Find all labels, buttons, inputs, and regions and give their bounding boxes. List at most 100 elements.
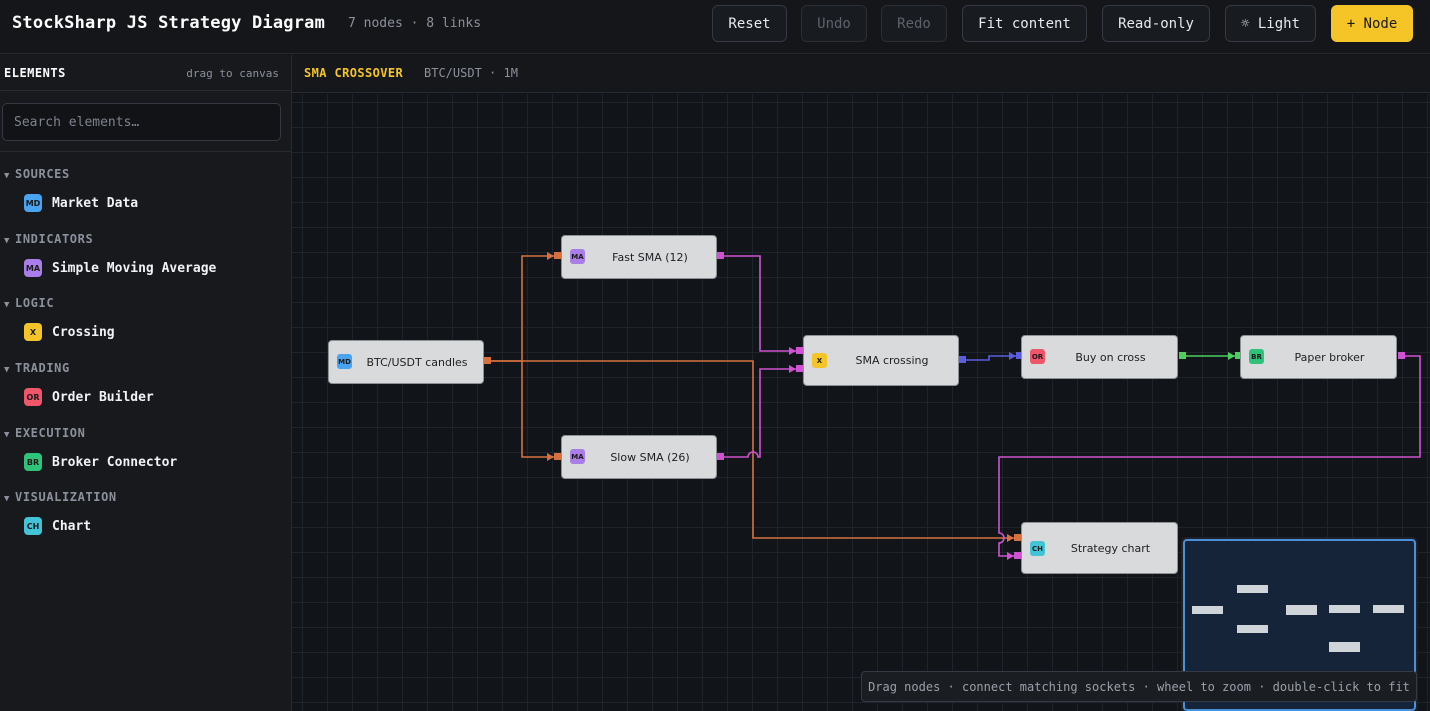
- fit-content-button[interactable]: Fit content: [962, 5, 1087, 42]
- input-socket[interactable]: [1235, 352, 1242, 359]
- input-socket[interactable]: [796, 365, 803, 372]
- wire-slow-sma-crossing[interactable]: [720, 368, 797, 458]
- category-label: INDICATORS: [15, 232, 94, 246]
- wire-broker-chart[interactable]: [998, 355, 1421, 557]
- diagram-stats: 7 nodes · 8 links: [348, 16, 482, 31]
- redo-button[interactable]: Redo: [881, 5, 947, 42]
- element-market-data[interactable]: MD Market Data: [24, 192, 138, 214]
- chart-icon: CH: [1030, 541, 1045, 556]
- output-socket[interactable]: [959, 356, 966, 363]
- category-label: TRADING: [15, 361, 70, 375]
- diagram-canvas[interactable]: MD BTC/USDT candles MA Fast SMA (12) MA …: [292, 94, 1430, 711]
- chevron-down-icon: ▼: [4, 494, 11, 504]
- chevron-down-icon: ▼: [4, 171, 11, 181]
- node-label: BTC/USDT candles: [366, 355, 468, 369]
- output-socket[interactable]: [717, 252, 724, 259]
- chart-icon: CH: [24, 517, 42, 535]
- strategy-name: SMA CROSSOVER: [304, 66, 404, 80]
- chevron-down-icon: ▼: [4, 430, 11, 440]
- category-execution[interactable]: ▼ EXECUTION: [4, 426, 85, 440]
- sidebar-hint: drag to canvas: [186, 67, 279, 80]
- minimap-node: [1237, 585, 1268, 593]
- moving-average-icon: MA: [570, 249, 585, 264]
- connection-wires: [484, 252, 1421, 560]
- category-indicators[interactable]: ▼ INDICATORS: [4, 232, 93, 246]
- market-data-icon: MD: [337, 354, 352, 369]
- node-slow-sma[interactable]: MA Slow SMA (26): [561, 435, 717, 479]
- light-theme-button[interactable]: ☼ Light: [1225, 5, 1316, 42]
- chevron-down-icon: ▼: [4, 236, 11, 246]
- element-label: Broker Connector: [52, 454, 178, 470]
- category-sources[interactable]: ▼ SOURCES: [4, 167, 70, 181]
- input-socket[interactable]: [1014, 552, 1021, 559]
- category-logic[interactable]: ▼LOGIC: [4, 296, 54, 310]
- node-label: Strategy chart: [1070, 541, 1151, 555]
- node-fast-sma[interactable]: MA Fast SMA (12): [561, 235, 717, 279]
- read-only-button[interactable]: Read-only: [1102, 5, 1210, 42]
- wire-crossing-buy[interactable]: [962, 355, 1017, 361]
- element-simple-moving-average[interactable]: MA Simple Moving Average: [24, 257, 216, 279]
- market-data-icon: MD: [24, 194, 42, 212]
- element-crossing[interactable]: X Crossing: [24, 321, 115, 343]
- arrow-icon: [547, 453, 554, 461]
- minimap-node: [1373, 605, 1404, 613]
- output-socket[interactable]: [484, 357, 491, 364]
- input-socket[interactable]: [1016, 352, 1023, 359]
- node-label: SMA crossing: [855, 354, 929, 367]
- order-icon: OR: [24, 388, 42, 406]
- arrow-icon: [1007, 534, 1014, 542]
- crossing-icon: X: [812, 353, 827, 368]
- crossing-icon: X: [24, 323, 42, 341]
- node-buy-on-cross[interactable]: OR Buy on cross: [1021, 335, 1178, 379]
- add-node-button[interactable]: + Node: [1331, 5, 1413, 42]
- sidebar-divider: [0, 151, 291, 152]
- element-label: Simple Moving Average: [52, 260, 217, 276]
- category-label: EXECUTION: [15, 426, 86, 440]
- element-broker-connector[interactable]: BR Broker Connector: [24, 451, 177, 473]
- wire-candles-chart[interactable]: [488, 360, 1015, 539]
- sidebar-header: ELEMENTS drag to canvas: [0, 55, 291, 91]
- minimap-node: [1329, 642, 1360, 652]
- element-chart[interactable]: CH Chart: [24, 515, 91, 537]
- search-input[interactable]: [2, 103, 281, 141]
- arrow-icon: [789, 365, 796, 373]
- node-strategy-chart[interactable]: CH Strategy chart: [1021, 522, 1178, 574]
- element-label: Crossing: [52, 324, 115, 340]
- minimap-node: [1237, 625, 1268, 633]
- category-label: LOGIC: [15, 296, 55, 310]
- sidebar-title: ELEMENTS: [4, 66, 66, 80]
- input-socket[interactable]: [796, 347, 803, 354]
- input-socket[interactable]: [554, 453, 561, 460]
- arrow-icon: [1007, 552, 1014, 560]
- node-label: Paper broker: [1294, 350, 1365, 364]
- moving-average-icon: MA: [24, 259, 42, 277]
- node-label: Fast SMA (12): [612, 250, 688, 264]
- element-label: Order Builder: [52, 389, 154, 405]
- category-visualization[interactable]: ▼VISUALIZATION: [4, 490, 117, 504]
- output-socket[interactable]: [717, 453, 724, 460]
- broker-icon: BR: [24, 453, 42, 471]
- input-socket[interactable]: [1014, 534, 1021, 541]
- output-socket[interactable]: [1398, 352, 1405, 359]
- arrow-icon: [1009, 352, 1016, 360]
- output-socket[interactable]: [1179, 352, 1186, 359]
- undo-button[interactable]: Undo: [801, 5, 867, 42]
- wire-fast-sma-crossing[interactable]: [720, 255, 797, 352]
- node-sma-crossing[interactable]: X SMA crossing: [803, 335, 959, 386]
- usage-hint: Drag nodes · connect matching sockets · …: [861, 671, 1417, 702]
- wire-candles-fast-sma[interactable]: [488, 255, 555, 362]
- reset-button[interactable]: Reset: [712, 5, 787, 42]
- elements-sidebar: ELEMENTS drag to canvas ▼ SOURCES MD Mark…: [0, 55, 292, 711]
- category-trading[interactable]: ▼ TRADING: [4, 361, 70, 375]
- strategy-instrument: BTC/USDT · 1M: [424, 66, 518, 80]
- category-label: SOURCES: [15, 167, 70, 181]
- chevron-down-icon: ▼: [4, 365, 11, 375]
- arrow-icon: [547, 252, 554, 260]
- moving-average-icon: MA: [570, 449, 585, 464]
- node-paper-broker[interactable]: BR Paper broker: [1240, 335, 1397, 379]
- input-socket[interactable]: [554, 252, 561, 259]
- node-btc-usdt-candles[interactable]: MD BTC/USDT candles: [328, 340, 484, 384]
- wire-candles-slow-sma[interactable]: [521, 361, 555, 458]
- element-order-builder[interactable]: OR Order Builder: [24, 386, 154, 408]
- top-toolbar: StockSharp JS Strategy Diagram 7 nodes ·…: [0, 0, 1430, 54]
